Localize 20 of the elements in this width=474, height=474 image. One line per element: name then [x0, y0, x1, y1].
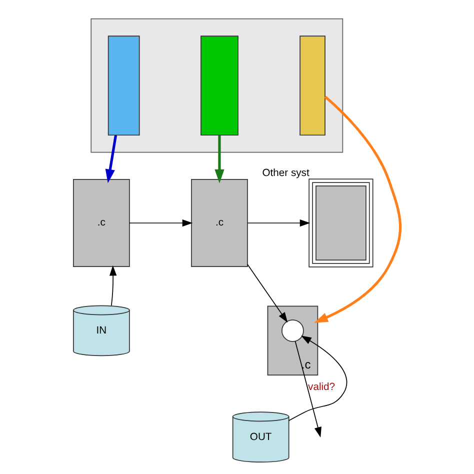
cluster — [90, 18, 344, 153]
arrow — [247, 264, 288, 323]
node-box: .c — [191, 179, 248, 267]
arrow — [109, 265, 117, 306]
arrow — [105, 135, 118, 184]
cluster: .c — [267, 306, 318, 376]
node-box — [108, 36, 140, 136]
arrow — [294, 340, 322, 438]
node-box — [308, 178, 374, 268]
arrow — [129, 219, 193, 227]
node-label: Other syst — [262, 168, 310, 180]
arrow — [288, 336, 348, 422]
arrow — [247, 219, 310, 227]
node-box — [300, 36, 326, 136]
node-box: .c — [73, 179, 130, 267]
arrow — [214, 135, 224, 184]
node-circle — [282, 320, 304, 342]
arrow — [314, 96, 402, 323]
edge-label: valid? — [308, 382, 336, 394]
node-box — [200, 36, 238, 136]
